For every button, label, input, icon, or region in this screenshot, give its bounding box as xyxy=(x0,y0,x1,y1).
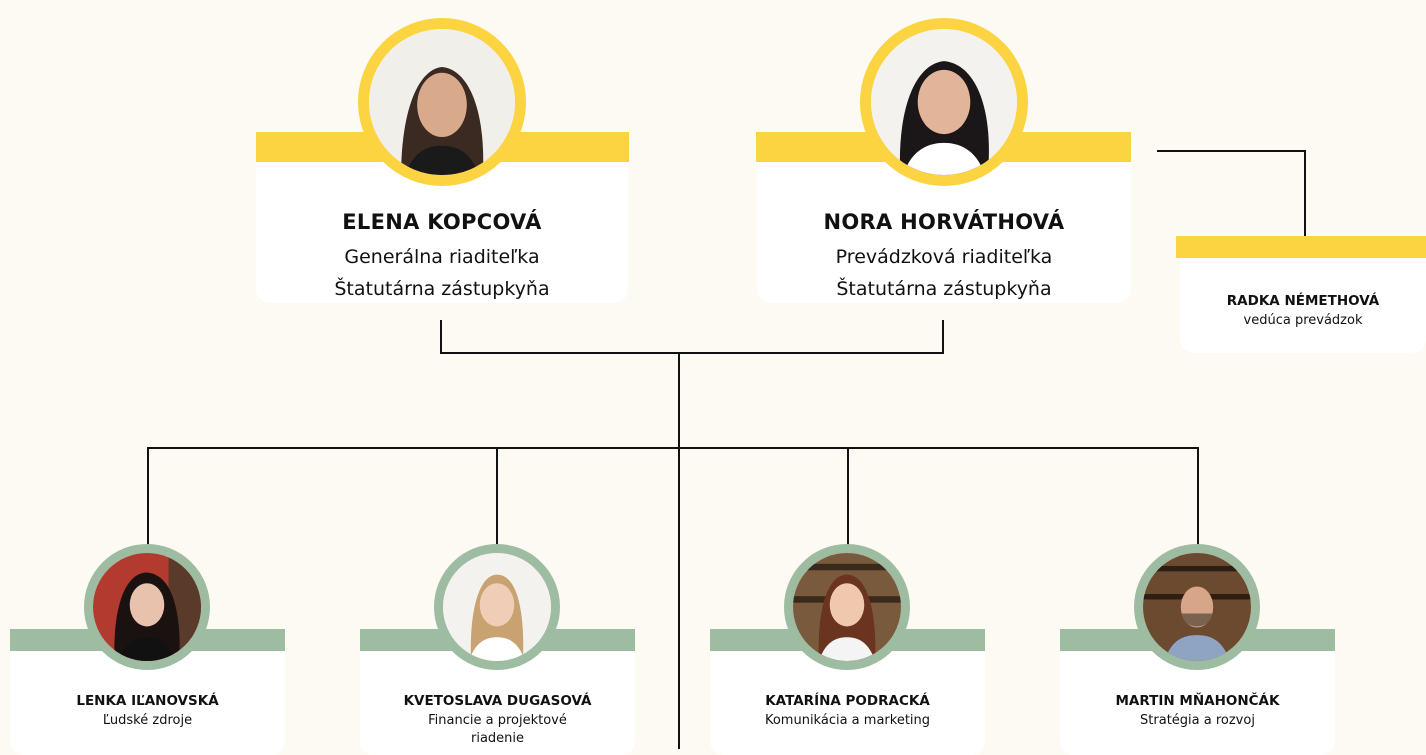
person-photo-icon xyxy=(93,553,201,661)
person-photo-icon xyxy=(1143,553,1251,661)
connector-drop-3 xyxy=(847,447,849,550)
connector-drop-1 xyxy=(147,447,149,550)
person-photo-icon xyxy=(369,29,515,175)
avatar xyxy=(784,544,910,670)
person-name: LENKA IĽANOVSKÁ xyxy=(76,693,219,709)
org-card-hr: LENKA IĽANOVSKÁ Ľudské zdroje xyxy=(10,640,285,755)
person-role: Financie a projektové riadenie xyxy=(428,713,567,746)
connector-drop-4 xyxy=(1197,447,1199,550)
person-role: Stratégia a rozvoj xyxy=(1140,713,1255,728)
person-role: Štatutárna zástupkyňa xyxy=(334,278,550,300)
person-role: Ľudské zdroje xyxy=(102,713,193,728)
avatar xyxy=(1134,544,1260,670)
person-photo-icon xyxy=(793,553,901,661)
person-photo-icon xyxy=(871,29,1017,175)
person-name: RADKA NÉMETHOVÁ xyxy=(1226,293,1380,309)
avatar xyxy=(434,544,560,670)
connector-side-horizontal xyxy=(1157,150,1306,152)
connector-side-vertical xyxy=(1304,150,1306,238)
card-header-band xyxy=(1176,236,1426,258)
connector-drop-2 xyxy=(496,447,498,550)
person-name: MARTIN MŇAHONČÁK xyxy=(1115,693,1280,709)
person-name: NORA HORVÁTHOVÁ xyxy=(823,210,1065,234)
person-name: KATARÍNA PODRACKÁ xyxy=(765,693,930,709)
person-name: ELENA KOPCOVÁ xyxy=(342,210,542,234)
person-role: Prevádzková riaditeľka xyxy=(835,246,1053,268)
person-role: Generálna riaditeľka xyxy=(344,246,540,268)
person-photo-icon xyxy=(443,553,551,661)
avatar xyxy=(358,18,526,186)
avatar xyxy=(84,544,210,670)
person-role: Štatutárna zástupkyňa xyxy=(836,278,1052,300)
connector-trunk xyxy=(678,352,680,749)
connector-top-join xyxy=(440,352,944,354)
person-role: vedúca prevádzok xyxy=(1243,313,1363,328)
connector-bottom-bus xyxy=(147,447,1199,449)
person-role: Komunikácia a marketing xyxy=(764,713,931,728)
org-card-operations-lead: RADKA NÉMETHOVÁ vedúca prevádzok xyxy=(1180,244,1426,353)
connector-top-left-down xyxy=(440,320,442,353)
person-name: KVETOSLAVA DUGASOVÁ xyxy=(403,693,592,709)
avatar xyxy=(860,18,1028,186)
connector-top-right-down xyxy=(942,320,944,353)
